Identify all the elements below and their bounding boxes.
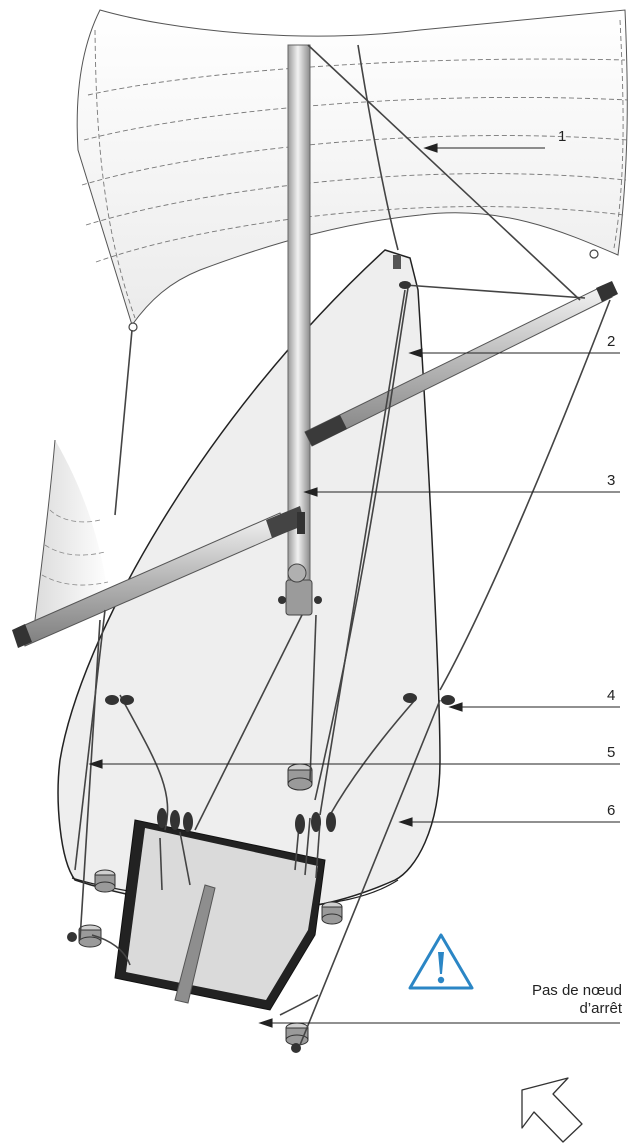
- callout-3: 3: [607, 472, 616, 489]
- warning-line-1: Pas de nœud: [531, 982, 622, 999]
- sail-corner-ring: [589, 249, 599, 259]
- callout-1: 1: [558, 128, 567, 145]
- direction-arrow-icon: [521, 1077, 583, 1143]
- warning-line-2: d’arrêt: [579, 1000, 622, 1017]
- clutches: [67, 255, 455, 1053]
- mast-base: [285, 579, 313, 616]
- sail-clew-ring: [128, 322, 138, 332]
- winch-right: [321, 901, 343, 925]
- winch-left: [94, 869, 116, 893]
- callout-6: 6: [607, 802, 616, 819]
- main-sail: [76, 9, 629, 332]
- warning-text: Pas de nœud d’arrêt: [480, 982, 622, 1018]
- callout-leaders: [88, 143, 620, 1028]
- winch-left-aft: [78, 924, 102, 948]
- spinnaker-pole: [304, 281, 618, 447]
- callout-2: 2: [607, 333, 616, 350]
- winch-mast: [287, 763, 313, 791]
- jib-sail: [35, 440, 110, 620]
- boom: [12, 506, 305, 648]
- tiller: [174, 884, 216, 1004]
- boat-deck: [57, 249, 441, 912]
- callout-5: 5: [607, 744, 616, 761]
- jib-seams: [41, 509, 109, 586]
- rigging-lines: [74, 44, 611, 1046]
- callout-4: 4: [607, 687, 616, 704]
- warning-triangle-icon: [408, 933, 474, 990]
